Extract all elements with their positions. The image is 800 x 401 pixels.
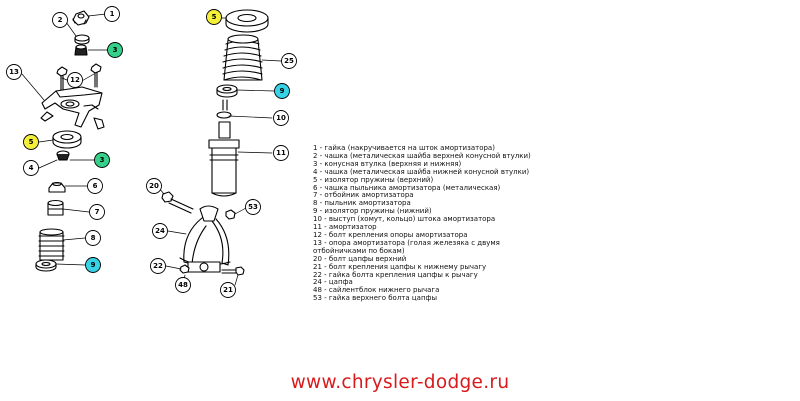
svg-text:4: 4 [29, 164, 34, 172]
part-lower-washer [56, 150, 70, 161]
callout-22: 22 [150, 258, 166, 274]
callout-4: 4 [23, 160, 39, 176]
legend-item: 13 - опора амортизатора (голая железяка … [313, 238, 500, 255]
part-mount-bolts [56, 63, 102, 91]
legend-item: 1 - гайка (накручивается на шток амортиз… [313, 144, 495, 152]
part-upper-isolator-left [52, 130, 82, 149]
part-upper-isolator-right [225, 9, 269, 33]
callout-25: 25 [281, 53, 297, 69]
legend-item: 11 - амортизатор [313, 223, 377, 232]
svg-text:48: 48 [178, 281, 188, 289]
callout-3-upper: 3 [107, 42, 123, 58]
callout-5-right: 5 [206, 9, 222, 25]
legend-item: 20 - болт цапфы верхний [313, 254, 407, 263]
site-link[interactable]: www.chrysler-dodge.ru [290, 372, 510, 393]
part-spring-boot [222, 34, 263, 81]
part-lower-isolator-left [35, 259, 57, 272]
part-knuckle-lower-nut [179, 264, 190, 274]
svg-text:12: 12 [70, 76, 80, 84]
svg-text:21: 21 [223, 286, 233, 294]
parts-legend: 1 - гайка (накручивается на шток амортиз… [313, 144, 543, 303]
callout-21: 21 [220, 282, 236, 298]
callout-9-left: 9 [85, 257, 101, 273]
legend-item: 12 - болт крепления опоры амортизатора [313, 230, 468, 239]
svg-text:24: 24 [155, 227, 165, 235]
svg-text:11: 11 [276, 149, 286, 157]
callout-9-right: 9 [274, 83, 290, 99]
svg-text:20: 20 [149, 182, 159, 190]
part-knuckle-bolt-upper [161, 191, 194, 214]
svg-text:3: 3 [100, 156, 105, 164]
part-shock-mount [40, 86, 105, 130]
part-upper-cone-bushing [74, 44, 88, 56]
legend-item: 21 - болт крепления цапфы к нижнему рыча… [313, 262, 487, 271]
callout-8: 8 [85, 230, 101, 246]
part-knuckle-lower-bolt [221, 266, 245, 276]
callout-20: 20 [146, 178, 162, 194]
legend-item: 6 - чашка пыльника амортизатора (металич… [313, 183, 501, 192]
callout-13: 13 [6, 64, 22, 80]
callout-5-left: 5 [23, 134, 39, 150]
svg-text:7: 7 [95, 208, 100, 216]
svg-text:1: 1 [110, 10, 115, 18]
callout-24: 24 [152, 223, 168, 239]
part-knuckle-nut [225, 209, 236, 220]
svg-text:6: 6 [93, 182, 98, 190]
callout-1: 1 [104, 6, 120, 22]
callout-6: 6 [87, 178, 103, 194]
legend-item: 9 - изолятор пружины (нижний) [313, 207, 432, 216]
svg-text:8: 8 [91, 234, 96, 242]
callout-48: 48 [175, 277, 191, 293]
callout-53: 53 [245, 199, 261, 215]
part-dust-boot [38, 228, 65, 261]
svg-text:3: 3 [113, 46, 118, 54]
part-nut [72, 10, 90, 26]
svg-text:9: 9 [280, 87, 285, 95]
svg-text:2: 2 [58, 16, 63, 24]
svg-text:5: 5 [212, 13, 217, 21]
part-bump-stop [47, 199, 64, 216]
legend-item: 48 - сайлентблок нижнего рычага [313, 286, 440, 295]
legend-item: 24 - цапфа [313, 278, 353, 287]
part-knuckle [179, 205, 231, 273]
legend-item: 22 - гайка болта крепления цапфы к рычаг… [313, 270, 478, 279]
callout-12: 12 [67, 72, 83, 88]
callout-7: 7 [89, 204, 105, 220]
legend-item: 4 - чашка (металическая шайба нижней кон… [313, 167, 530, 176]
svg-text:22: 22 [153, 262, 163, 270]
legend-item: 5 - изолятор пружины (верхний) [313, 175, 434, 184]
svg-text:53: 53 [248, 203, 258, 211]
legend-item: 10 - выступ (хомут, кольцо) штока аморти… [313, 215, 496, 224]
callout-2: 2 [52, 12, 68, 28]
legend-item: 8 - пыльник амортизатора [313, 199, 411, 208]
svg-text:25: 25 [284, 57, 294, 65]
svg-text:10: 10 [276, 114, 286, 122]
part-shock-absorber [208, 99, 240, 197]
part-boot-cup [48, 181, 66, 193]
svg-text:9: 9 [91, 261, 96, 269]
svg-text:13: 13 [9, 68, 19, 76]
legend-item: 3 - конусная втулка (верхняя и нижняя) [313, 159, 462, 168]
part-upper-washer [74, 34, 90, 45]
callout-10: 10 [273, 110, 289, 126]
legend-item: 2 - чашка (металическая шайба верхней ко… [313, 151, 531, 160]
callout-11: 11 [273, 145, 289, 161]
legend-item: 7 - отбойник амортизатора [313, 191, 414, 200]
svg-text:5: 5 [29, 138, 34, 146]
legend-item: 53 - гайка верхнего болта цапфы [313, 294, 438, 303]
part-lower-isolator-right [216, 84, 238, 98]
callout-3-lower: 3 [94, 152, 110, 168]
